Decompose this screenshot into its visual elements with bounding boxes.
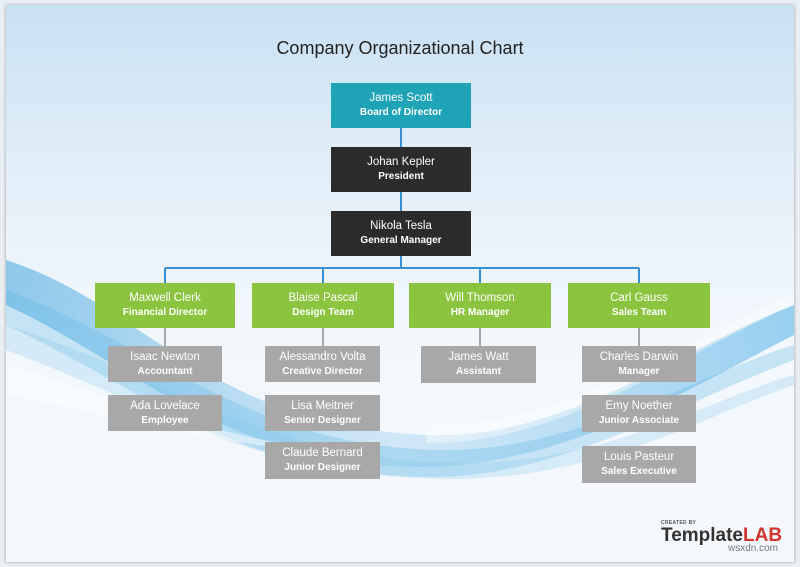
node-role: Design Team [292, 307, 354, 318]
node-board-director: James Scott Board of Director [331, 83, 471, 128]
node-role: HR Manager [450, 307, 510, 318]
node-sales-team: Carl Gauss Sales Team [568, 283, 710, 328]
node-role: President [378, 171, 424, 182]
org-chart-page: Company Organizational Chart James Scott… [6, 5, 794, 562]
node-employee: Ada Lovelace Employee [108, 395, 222, 431]
node-design-team: Blaise Pascal Design Team [252, 283, 394, 328]
node-name: Will Thomson [445, 292, 515, 304]
node-role: Financial Director [122, 307, 208, 318]
node-name: Isaac Newton [130, 350, 200, 363]
node-role: Sales Executive [601, 466, 677, 477]
node-name: Nikola Tesla [370, 220, 432, 232]
logo-brand-main: Template [661, 525, 744, 546]
node-role: Junior Associate [598, 415, 680, 426]
node-name: Claude Bernard [282, 447, 363, 459]
node-general-manager: Nikola Tesla General Manager [331, 211, 471, 256]
node-name: Charles Darwin [599, 350, 679, 363]
node-name: Lisa Meitner [291, 399, 354, 412]
logo-created-by: CREATED BY [661, 520, 697, 526]
node-name: Johan Kepler [367, 156, 435, 168]
node-name: Alessandro Volta [279, 350, 366, 363]
node-creative-director: Alessandro Volta Creative Director [265, 346, 380, 382]
node-name: Emy Noether [605, 400, 673, 412]
node-role: Creative Director [282, 365, 363, 377]
node-role: Junior Designer [284, 462, 361, 473]
node-role: General Manager [360, 235, 442, 246]
node-junior-designer: Claude Bernard Junior Designer [265, 442, 380, 479]
node-senior-designer: Lisa Meitner Senior Designer [265, 395, 380, 431]
node-name: Carl Gauss [610, 292, 668, 304]
logo-brand: TemplateLAB [661, 526, 782, 546]
node-junior-associate: Emy Noether Junior Associate [582, 395, 696, 432]
node-role: Accountant [137, 365, 193, 377]
node-president: Johan Kepler President [331, 147, 471, 192]
node-role: Employee [141, 414, 189, 426]
node-sales-executive: Louis Pasteur Sales Executive [582, 446, 696, 483]
node-assistant: James Watt Assistant [421, 346, 536, 383]
templatelab-logo: CREATED BY TemplateLAB [661, 520, 782, 546]
node-name: Maxwell Clerk [129, 292, 201, 304]
node-name: Ada Lovelace [130, 399, 200, 412]
node-accountant: Isaac Newton Accountant [108, 346, 222, 382]
connector-lines [164, 128, 640, 346]
logo-brand-accent: LAB [743, 525, 783, 546]
chart-title: Company Organizational Chart [276, 38, 524, 58]
node-role: Manager [618, 365, 660, 377]
node-hr-manager: Will Thomson HR Manager [409, 283, 551, 328]
node-financial-director: Maxwell Clerk Financial Director [95, 283, 235, 328]
node-role: Assistant [455, 366, 501, 377]
node-name: Blaise Pascal [288, 292, 358, 304]
node-name: James Scott [369, 92, 433, 104]
node-sales-manager: Charles Darwin Manager [582, 346, 696, 382]
node-name: James Watt [448, 351, 509, 363]
node-role: Sales Team [611, 307, 667, 318]
node-role: Board of Director [359, 107, 443, 118]
node-role: Senior Designer [284, 414, 361, 426]
watermark: wsxdn.com [728, 543, 779, 554]
node-name: Louis Pasteur [603, 451, 675, 463]
